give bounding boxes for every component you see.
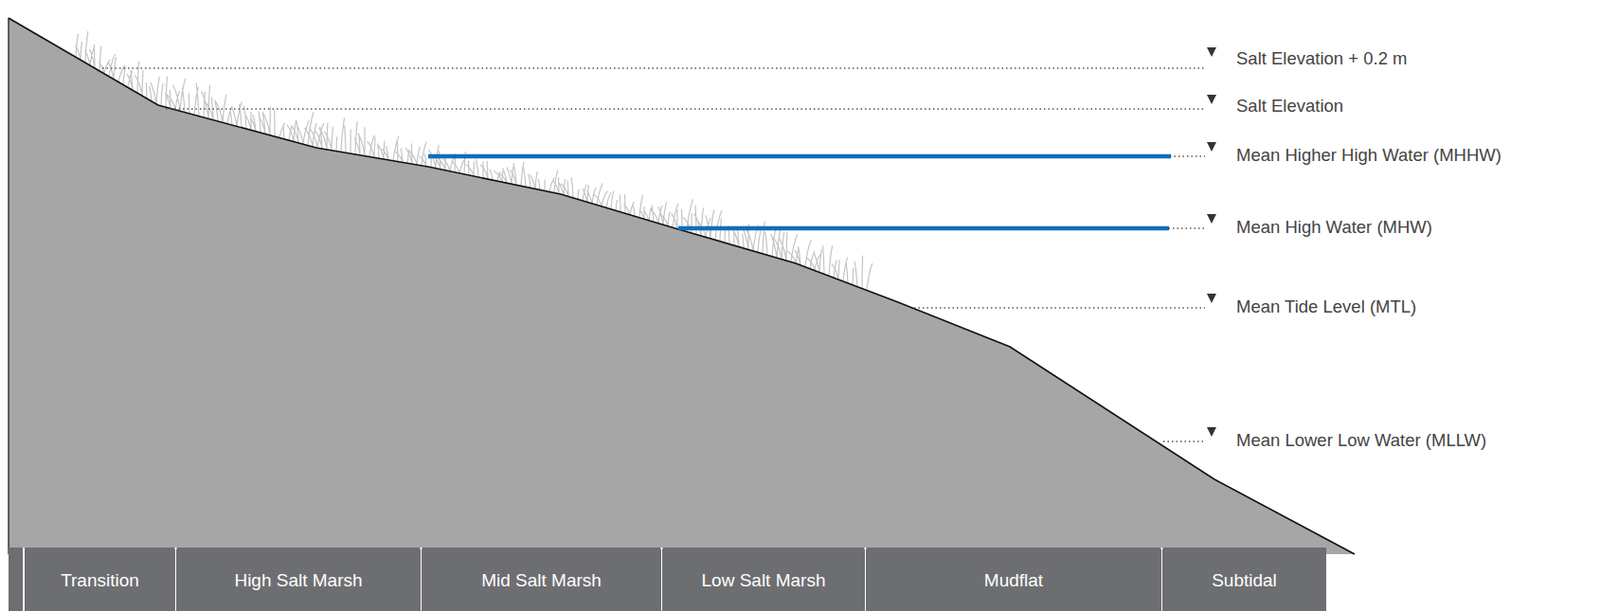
tide-level-label: Salt Elevation + 0.2 m [1236, 50, 1407, 69]
zone-cell: Transition [24, 549, 176, 611]
zone-band [8, 547, 1327, 611]
zone-cell: Mid Salt Marsh [421, 549, 662, 611]
ground-outline [8, 17, 1355, 555]
zone-label: Mid Salt Marsh [481, 570, 602, 592]
mhhw-bar [428, 154, 1171, 160]
level-markers [1206, 47, 1217, 437]
zone-label: Transition [60, 570, 140, 592]
tide-level-label: Salt Elevation [1236, 97, 1344, 116]
ground-profile [8, 17, 1355, 555]
zone-cell: Subtidal [1162, 549, 1327, 611]
ground-edge [7, 17, 9, 555]
zone-label: Mudflat [984, 570, 1043, 592]
tide-lines [102, 68, 1205, 442]
tide-level-label: Mean High Water (MHW) [1236, 218, 1433, 237]
zone-cell: Mudflat [865, 549, 1162, 611]
tide-level-label: Mean Higher High Water (MHHW) [1236, 146, 1502, 165]
zone-label: Low Salt Marsh [701, 570, 827, 592]
zone-cell: High Salt Marsh [176, 549, 421, 611]
mhw-bar [678, 226, 1169, 232]
tide-level-label: Mean Lower Low Water (MLLW) [1236, 431, 1487, 450]
zone-label: Subtidal [1211, 570, 1277, 592]
zone-cell: Low Salt Marsh [662, 549, 865, 611]
zone-label: High Salt Marsh [233, 570, 362, 592]
tide-level-label: Mean Tide Level (MTL) [1236, 298, 1417, 317]
